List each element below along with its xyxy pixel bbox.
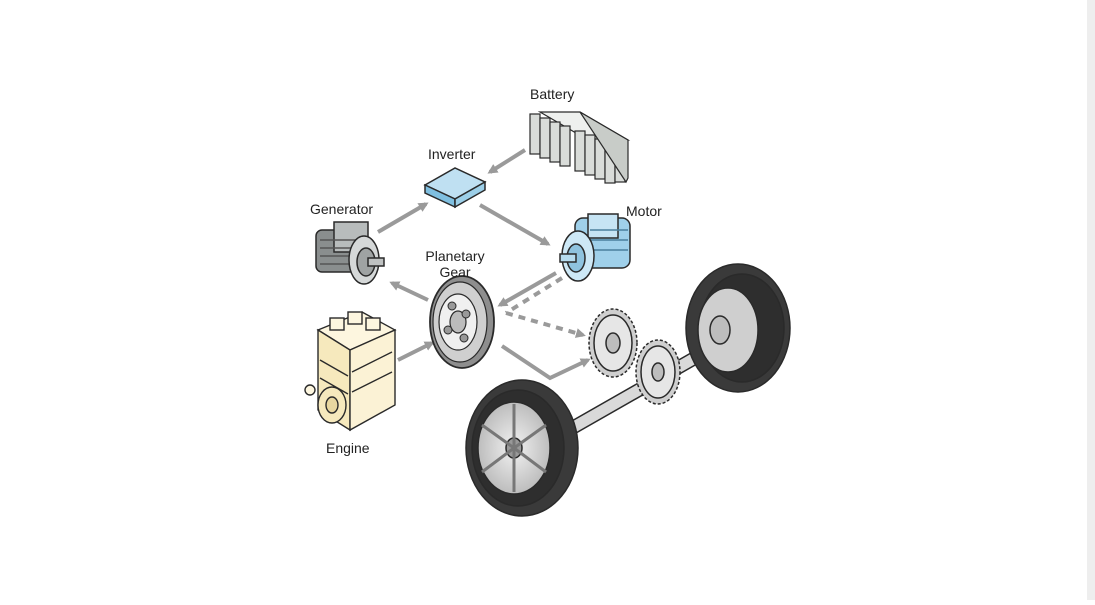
arrow-planetary-to-generator [389,281,429,302]
right-edge-strip [1087,0,1095,600]
arrow-motor-to-planetary [497,271,557,307]
label-inverter: Inverter [428,146,476,162]
label-battery: Battery [530,86,575,102]
arrow-dashed-to-gears [505,311,586,338]
flow-arrows [376,148,591,381]
label-engine: Engine [326,440,370,456]
arrow-motor-to-gears-dashed [504,276,564,315]
generator-illustration [315,221,385,285]
arrow-planetary-to-axle [500,344,591,381]
label-motor: Motor [626,203,662,219]
planetary-gear-illustration [429,275,495,369]
front-wheel-illustration [465,379,579,517]
rear-wheel-illustration [685,263,791,393]
engine-illustration [304,311,397,432]
drive-gears-illustration [588,308,681,405]
arrow-engine-to-planetary [397,341,435,362]
motor-illustration [559,213,631,282]
label-generator: Generator [310,201,374,217]
arrow-inverter-to-motor [479,203,551,246]
arrow-generator-to-inverter [376,202,429,234]
label-planetary-line1: Planetary [425,248,485,264]
battery-illustration [529,111,631,184]
label-planetary-line2: Gear [439,264,471,280]
inverter-illustration [423,167,487,209]
label-planetary-gear: Planetary Gear [420,248,490,280]
arrow-battery-to-inverter [487,148,527,174]
